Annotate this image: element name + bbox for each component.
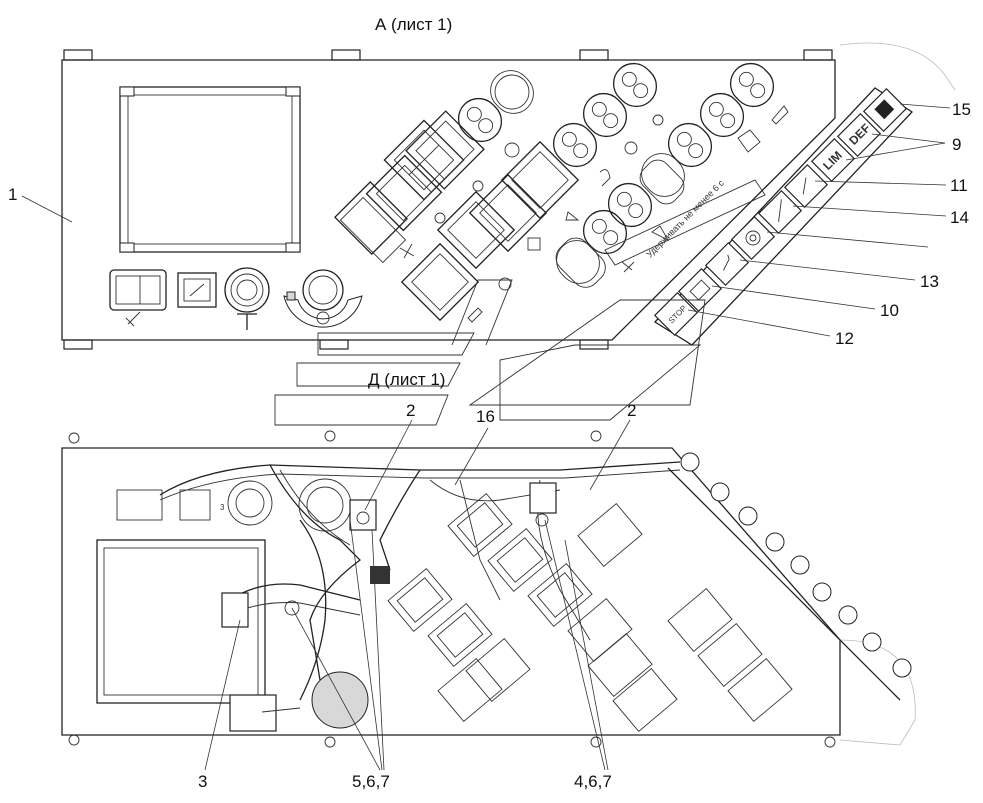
callout-13: 13: [920, 272, 939, 291]
callout-3: 3: [198, 772, 207, 791]
house-icon: [737, 129, 761, 153]
clamps: [221, 482, 557, 628]
ignition-switch: [283, 269, 363, 328]
sun-icon: [498, 277, 512, 291]
fan-icon: [399, 243, 415, 259]
callout-11: 11: [950, 176, 968, 195]
mount-tab: [319, 339, 349, 350]
projection-boxes: [274, 279, 706, 426]
lamp-icon: [504, 142, 520, 158]
connector-row: [667, 452, 912, 701]
wiper-icon: [467, 307, 483, 323]
panel-icons: [399, 105, 789, 323]
svg-text:3: 3: [220, 503, 225, 512]
wiring-harness: [159, 461, 681, 701]
rocker-switch: [109, 269, 167, 327]
connector-block: [116, 489, 163, 521]
indicator-back: [179, 489, 211, 521]
callout-9: 9: [952, 135, 961, 154]
wiper-indicator: [177, 272, 217, 308]
view-d-title: Д (лист 1): [368, 370, 445, 389]
relay-blocks: [387, 492, 793, 733]
callout-4-6-7: 4,6,7: [574, 772, 612, 791]
mount-tab: [803, 49, 833, 61]
view-a-title: А (лист 1): [375, 15, 452, 34]
callout-5-6-7: 5,6,7: [352, 772, 390, 791]
mount-tab: [63, 339, 93, 350]
arrow-icon: [565, 211, 580, 221]
callout-14: 14: [950, 208, 969, 227]
callout-2-left: 2: [406, 401, 415, 420]
wiper-icon: [771, 105, 789, 125]
view-a: А (лист 1): [61, 15, 956, 426]
callout-12: 12: [835, 329, 854, 348]
seat-icon: [621, 261, 635, 273]
display-window: [119, 86, 301, 253]
gauge-icon: [472, 180, 484, 192]
mount-tab: [579, 49, 609, 61]
callouts: 1 15 9 11 14 13 10 12 2 16 2 3 5,6,7 4,6…: [8, 100, 971, 791]
callout-15: 15: [952, 100, 971, 119]
mount-tab: [579, 339, 609, 350]
sun-icon: [624, 141, 638, 155]
callout-1: 1: [8, 185, 17, 204]
mount-tab: [63, 49, 93, 61]
rocker-switch-group: [334, 110, 580, 322]
square-icon: [527, 237, 541, 251]
twin-button-cluster: [457, 62, 775, 284]
key-strip: DEF LIM STOP: [653, 87, 914, 346]
knob-back: [227, 480, 273, 526]
warning-strip: Удерживать не менее 6 с: [604, 178, 766, 266]
view-d: Д (лист 1): [61, 370, 916, 748]
display-opening: [96, 539, 266, 704]
fan-icon: [651, 225, 670, 242]
callout-10: 10: [880, 301, 899, 320]
panel-a-outline: [61, 59, 836, 341]
horn-icon: [599, 169, 611, 187]
fan-icon: [652, 114, 664, 126]
rotary-knob: [224, 267, 270, 330]
bulb-icon: [434, 212, 446, 224]
callout-16: 16: [476, 407, 495, 426]
callout-2-right: 2: [627, 401, 636, 420]
mount-tab: [331, 49, 361, 61]
bottom-relay: [229, 671, 369, 732]
panel-d-outline: [61, 447, 841, 736]
bolts: [68, 430, 836, 748]
